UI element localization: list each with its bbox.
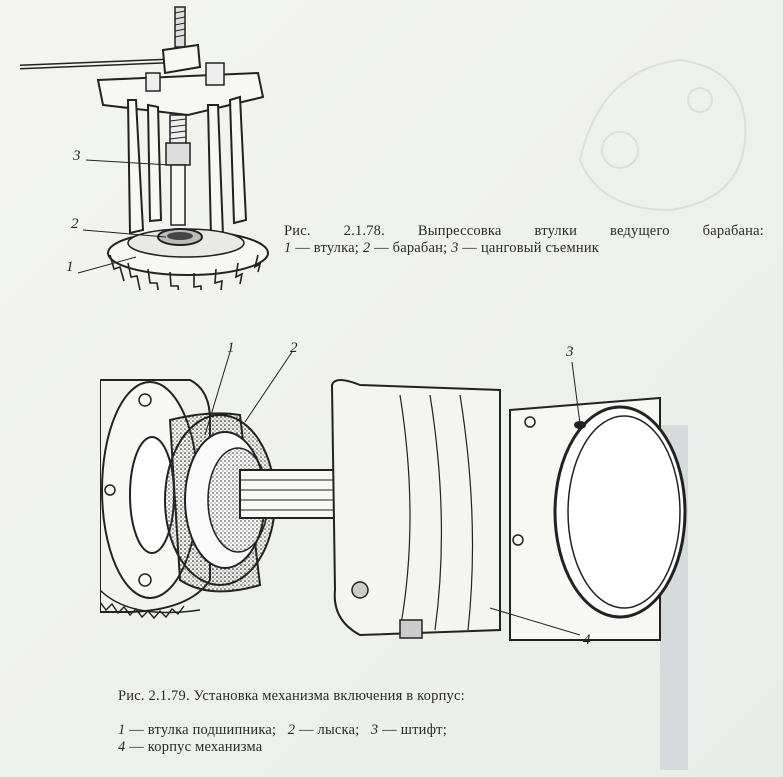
legend-num: 3	[370, 722, 379, 738]
callout-2-fig79: 2	[290, 340, 298, 356]
legend-text: — штифт;	[378, 722, 447, 738]
figure-2-1-78-caption: Рис. 2.1.78. Выпрессовка втулки ведущего…	[284, 223, 764, 257]
callout-3-fig78: 3	[73, 148, 81, 164]
caption-legend: 1 — втулка; 2 — барабан; 3 — цанговый съ…	[284, 240, 764, 257]
legend-text: — втулка подшипника;	[125, 722, 288, 738]
callout-1-fig79: 1	[227, 340, 235, 356]
callout-1-fig78: 1	[66, 259, 74, 275]
callout-3-fig79: 3	[566, 344, 574, 360]
legend-num: 3	[451, 240, 459, 256]
caption-title: Рис. 2.1.79. Установка механизма включен…	[118, 688, 465, 704]
figure-2-1-79-drawing	[100, 351, 687, 641]
legend-num: 1	[284, 240, 292, 256]
legend-text: — барабан;	[370, 240, 452, 256]
legend-num: 2	[287, 722, 296, 738]
callout-2-fig78: 2	[71, 216, 79, 232]
figure-2-1-78-drawing	[19, 6, 269, 290]
caption-legend-line-1: 1 — втулка подшипника; 2 — лыска; 3 — шт…	[118, 705, 658, 739]
figure-2-1-79-caption: Рис. 2.1.79. Установка механизма включен…	[118, 688, 658, 756]
caption-legend-line-2: 4 — корпус механизма	[118, 739, 658, 756]
bleed-through-drawing	[578, 58, 747, 212]
legend-num: 4	[118, 739, 126, 755]
legend-num: 2	[362, 240, 371, 256]
legend-text: — втулка;	[291, 240, 363, 256]
legend-text: — цанговый съемник	[458, 240, 600, 256]
legend-text: — лыска;	[295, 722, 371, 738]
legend-text: — корпус механизма	[125, 739, 263, 755]
callout-4-fig79: 4	[583, 632, 591, 648]
caption-title: Рис. 2.1.78. Выпрессовка втулки ведущего…	[284, 223, 764, 239]
legend-num: 1	[118, 722, 126, 738]
